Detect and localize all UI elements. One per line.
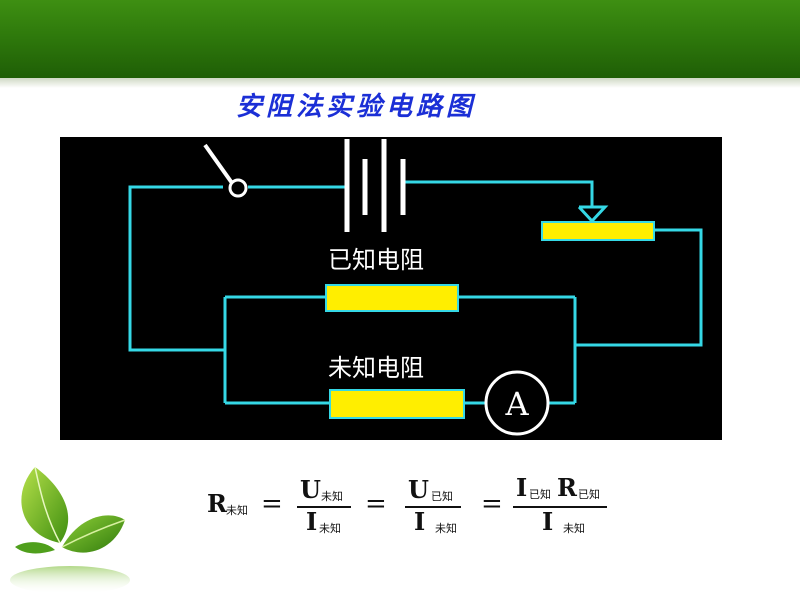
leaf-decoration xyxy=(0,455,140,600)
ammeter-symbol: A xyxy=(484,370,550,436)
formula-equals-3: = xyxy=(481,489,503,519)
fraction1-denominator-i: I xyxy=(306,507,317,536)
circuit-diagram: 已知电阻 未知电阻 A xyxy=(128,139,703,436)
formula: R 未知 = U 未知 I 未知 = U 已知 I 未知 = I 已知 R 已知… xyxy=(205,473,635,546)
known-resistor-label: 已知电阻 xyxy=(328,246,424,274)
fraction3-numerator-r-sub: 已知 xyxy=(578,487,600,501)
wire-battery-rheostat xyxy=(405,180,594,207)
header-shadow xyxy=(0,78,800,88)
battery-symbol xyxy=(344,139,406,232)
switch-symbol xyxy=(203,143,248,198)
known-resistor xyxy=(325,284,459,312)
header-banner xyxy=(0,0,800,78)
fraction2-denominator-sub: 未知 xyxy=(435,521,457,535)
leaf-icon xyxy=(10,466,130,594)
slide-title: 安阻法实验电路图 xyxy=(236,92,477,122)
fraction3-numerator-i: I xyxy=(516,474,527,502)
fraction1-denominator-sub: 未知 xyxy=(319,521,341,535)
fraction1-numerator-u: U xyxy=(300,475,321,504)
ammeter-letter: A xyxy=(504,385,529,423)
fraction3-numerator-r: R xyxy=(557,474,578,502)
circuit-wires xyxy=(128,180,703,405)
fraction2-numerator-u: U xyxy=(408,475,429,504)
formula-equals-1: = xyxy=(261,489,283,519)
fraction3-denominator-i: I xyxy=(542,507,553,536)
unknown-resistor-label: 未知电阻 xyxy=(328,354,424,382)
formula-equals-2: = xyxy=(365,489,387,519)
fraction3-numerator-i-sub: 已知 xyxy=(529,487,551,501)
fraction3-denominator-sub: 未知 xyxy=(563,521,585,535)
formula-svg: R 未知 = U 未知 I 未知 = U 已知 I 未知 = I 已知 R 已知… xyxy=(207,473,607,536)
circuit-diagram-panel: 已知电阻 未知电阻 A xyxy=(60,137,722,440)
wire-left-top xyxy=(128,185,225,352)
fraction2-numerator-sub: 已知 xyxy=(431,489,453,503)
fraction1-numerator-sub: 未知 xyxy=(321,489,343,503)
rheostat-symbol xyxy=(541,205,655,241)
fraction2-denominator-i: I xyxy=(414,507,425,536)
formula-r-subscript: 未知 xyxy=(226,503,248,517)
unknown-resistor xyxy=(329,389,465,419)
formula-r-symbol: R xyxy=(207,489,228,518)
wire-rheostat-right xyxy=(575,228,703,347)
